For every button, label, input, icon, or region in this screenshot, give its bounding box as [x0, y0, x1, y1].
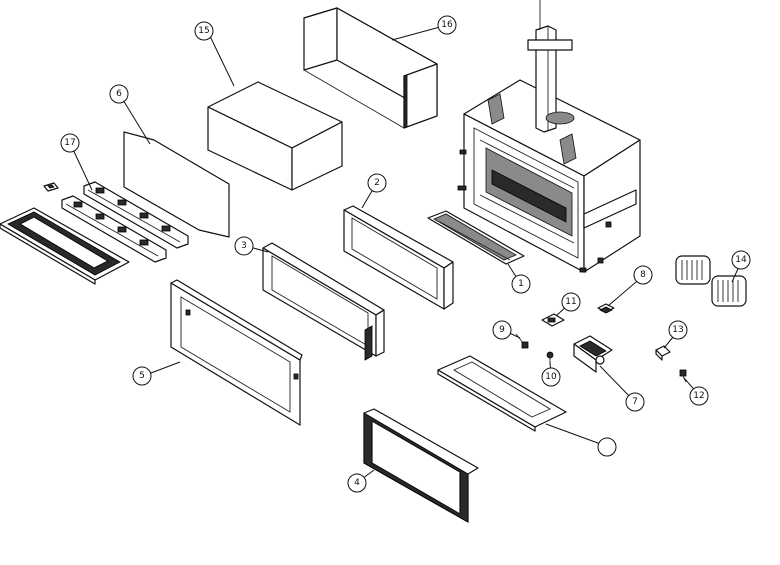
- callout-17: 17: [60, 133, 80, 153]
- svg-text:8: 8: [640, 270, 646, 280]
- svg-text:2: 2: [374, 178, 380, 188]
- part-10-component: [546, 351, 554, 364]
- callout-5: 5: [132, 366, 152, 386]
- svg-text:4: 4: [354, 478, 360, 488]
- callout-blank: [597, 437, 617, 457]
- svg-text:10: 10: [545, 372, 557, 382]
- left-tray-part: [0, 207, 130, 285]
- callout-6: 6: [109, 84, 129, 104]
- svg-text:13: 13: [672, 325, 683, 335]
- svg-text:15: 15: [198, 26, 209, 36]
- bottom-pan-part: [437, 355, 567, 432]
- callout-12: 12: [689, 386, 709, 406]
- svg-text:16: 16: [441, 20, 453, 30]
- firebox-assembly: [457, 0, 641, 273]
- callout-3: 3: [234, 236, 254, 256]
- callout-15: 15: [194, 21, 214, 41]
- svg-text:6: 6: [116, 89, 122, 99]
- part-9-component: [515, 333, 529, 349]
- callout-7: 7: [625, 392, 645, 412]
- svg-text:17: 17: [64, 138, 75, 148]
- part-14-blowers: [675, 255, 747, 307]
- svg-text:5: 5: [139, 371, 145, 381]
- part-16-shroud: [303, 7, 438, 129]
- callout-11: 11: [561, 292, 581, 312]
- callout-4: 4: [347, 473, 367, 493]
- callout-2: 2: [367, 173, 387, 193]
- svg-text:9: 9: [499, 325, 505, 335]
- part-11-component: [541, 313, 565, 327]
- callout-1: 1: [511, 274, 531, 294]
- part-7-gas-valve: [573, 335, 613, 373]
- part-2-inner-frame: [343, 205, 454, 310]
- small-bracket-part: [43, 182, 59, 192]
- svg-text:3: 3: [241, 241, 247, 251]
- part-17-burner-rails: [61, 181, 189, 263]
- part-4-glass-door: [363, 408, 479, 523]
- part-6-glass-panel: [123, 131, 230, 238]
- part-12-component: [679, 369, 687, 383]
- svg-text:1: 1: [518, 279, 524, 289]
- part-1-burner-plate: [427, 210, 525, 265]
- svg-text:14: 14: [735, 255, 747, 265]
- part-8-component: [597, 303, 615, 314]
- svg-text:12: 12: [693, 391, 704, 401]
- svg-text:11: 11: [565, 297, 576, 307]
- callout-14: 14: [731, 250, 751, 270]
- svg-text:7: 7: [632, 397, 638, 407]
- callout-16: 16: [437, 15, 457, 35]
- callout-10: 10: [541, 367, 561, 387]
- part-5-outer-trim: [170, 279, 303, 426]
- part-13-component: [655, 345, 671, 361]
- callout-8: 8: [633, 265, 653, 285]
- callout-9: 9: [492, 320, 512, 340]
- part-3-front-frame: [262, 242, 385, 361]
- part-15-block: [207, 81, 343, 191]
- callout-13: 13: [668, 320, 688, 340]
